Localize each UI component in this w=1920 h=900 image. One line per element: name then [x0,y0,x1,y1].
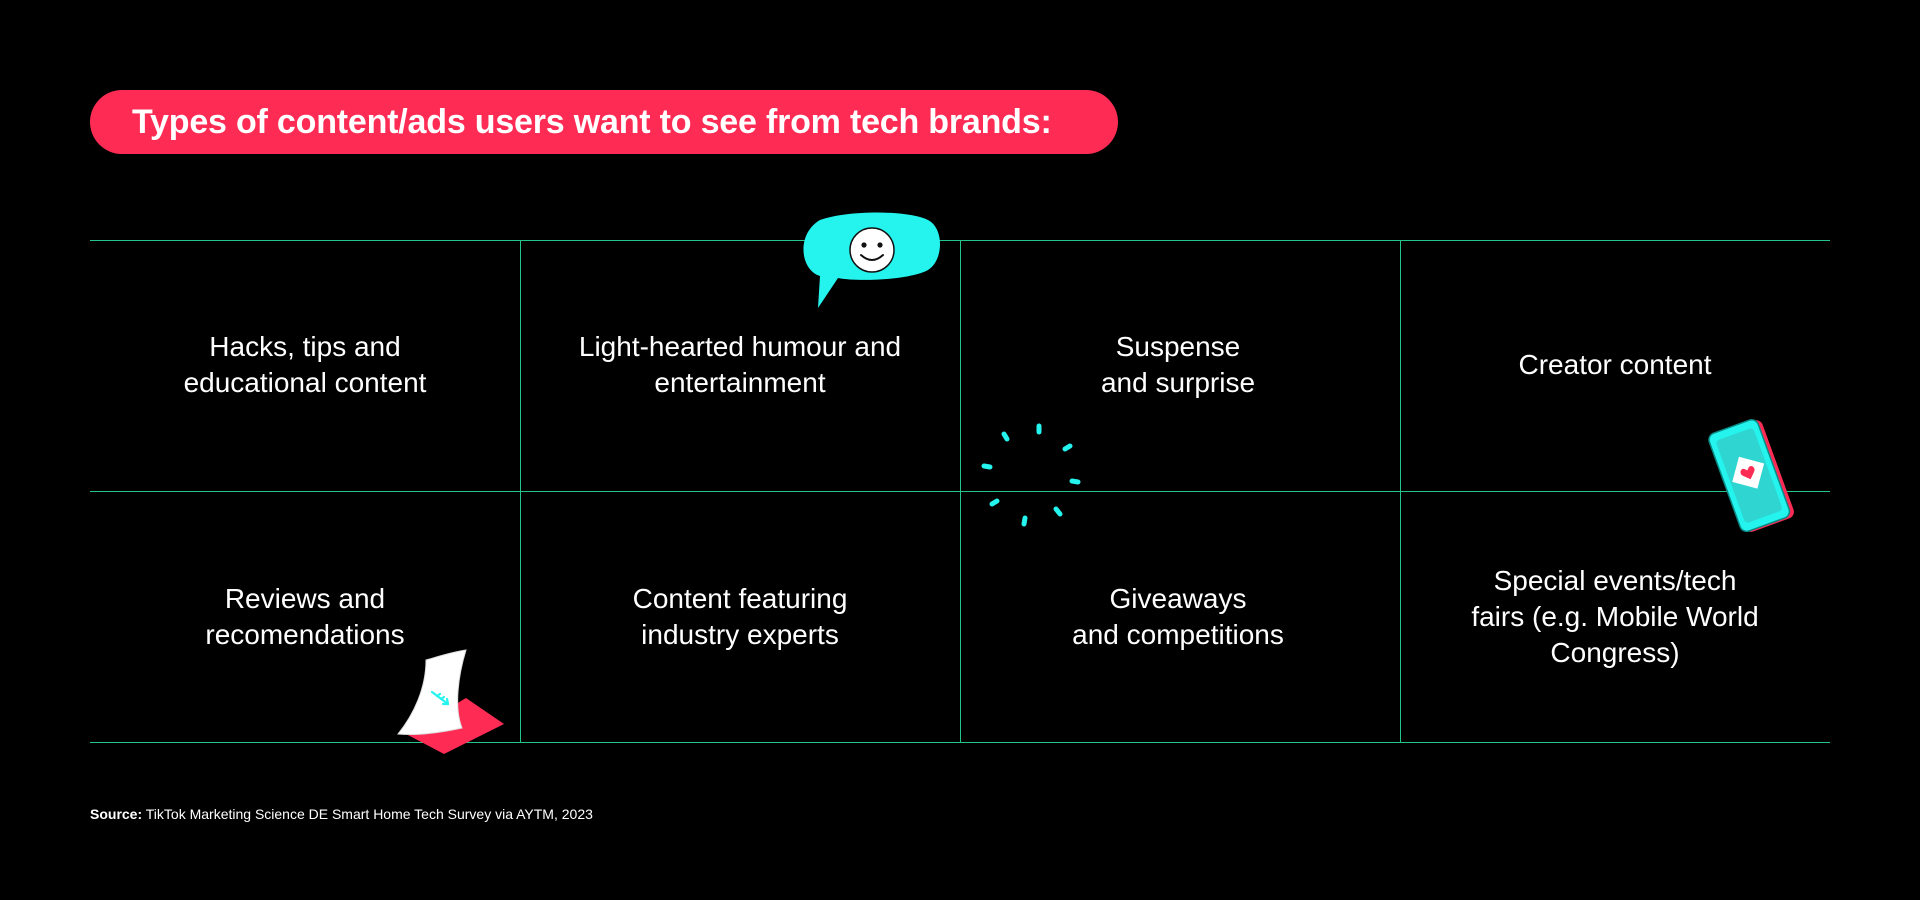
sparkle-burst-icon [981,423,1081,527]
grid-cell: Special events/tech fairs (e.g. Mobile W… [1405,492,1825,742]
cell-label: Content featuring industry experts [632,583,848,650]
grid-cell: Light-hearted humour and entertainment [530,240,950,490]
source-text: TikTok Marketing Science DE Smart Home T… [142,806,593,822]
cell-label: Creator content [1518,349,1712,380]
phone-heart-icon [1708,419,1794,533]
grid-cell: Giveaways and competitions [968,492,1388,742]
title-banner: Types of content/ads users want to see f… [90,90,1118,154]
grid-line-col-3 [1400,240,1401,743]
grid-line-col-1 [520,240,521,743]
paper-note-icon [397,649,504,754]
cell-label: Giveaways and competitions [1072,583,1284,650]
grid-line-col-2 [960,240,961,743]
cell-label: Reviews and recomendations [205,583,405,650]
grid-cell: Suspense and surprise [968,240,1388,490]
grid-cell: Content featuring industry experts [530,492,950,742]
cell-label: Special events/tech fairs (e.g. Mobile W… [1471,565,1759,668]
grid-cell: Reviews and recomendations [95,492,515,742]
cell-label: Suspense and surprise [1100,331,1256,398]
cell-label: Hacks, tips and educational content [183,331,427,398]
grid-cell: Hacks, tips and educational content [95,240,515,490]
page-title: Types of content/ads users want to see f… [132,102,1052,141]
grid-cell: Creator content [1405,240,1825,490]
content-types-grid: Hacks, tips and educational content Ligh… [90,240,1830,743]
source-label: Source: [90,806,143,822]
source-citation: Source: TikTok Marketing Science DE Smar… [90,806,593,822]
cell-label: Light-hearted humour and entertainment [578,331,902,398]
smiley-speech-bubble-icon [803,212,940,308]
